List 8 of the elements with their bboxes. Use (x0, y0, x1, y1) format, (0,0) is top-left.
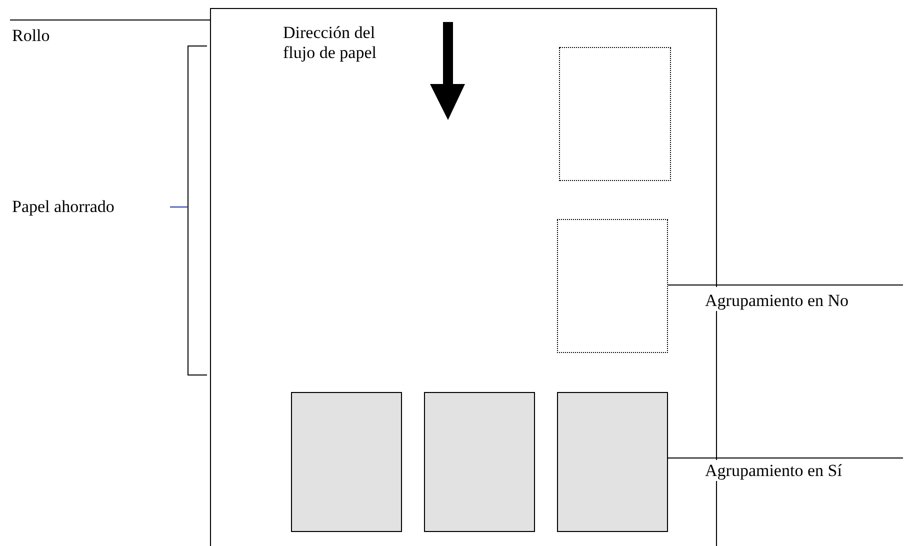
leader-line (170, 206, 188, 208)
printed-page (291, 392, 402, 532)
printed-page (424, 392, 535, 532)
direction-label: Dirección del flujo de papel (283, 23, 378, 63)
page-outline (557, 219, 668, 353)
page-outline (559, 47, 671, 181)
leader-line (668, 284, 904, 286)
printed-page (557, 392, 668, 532)
